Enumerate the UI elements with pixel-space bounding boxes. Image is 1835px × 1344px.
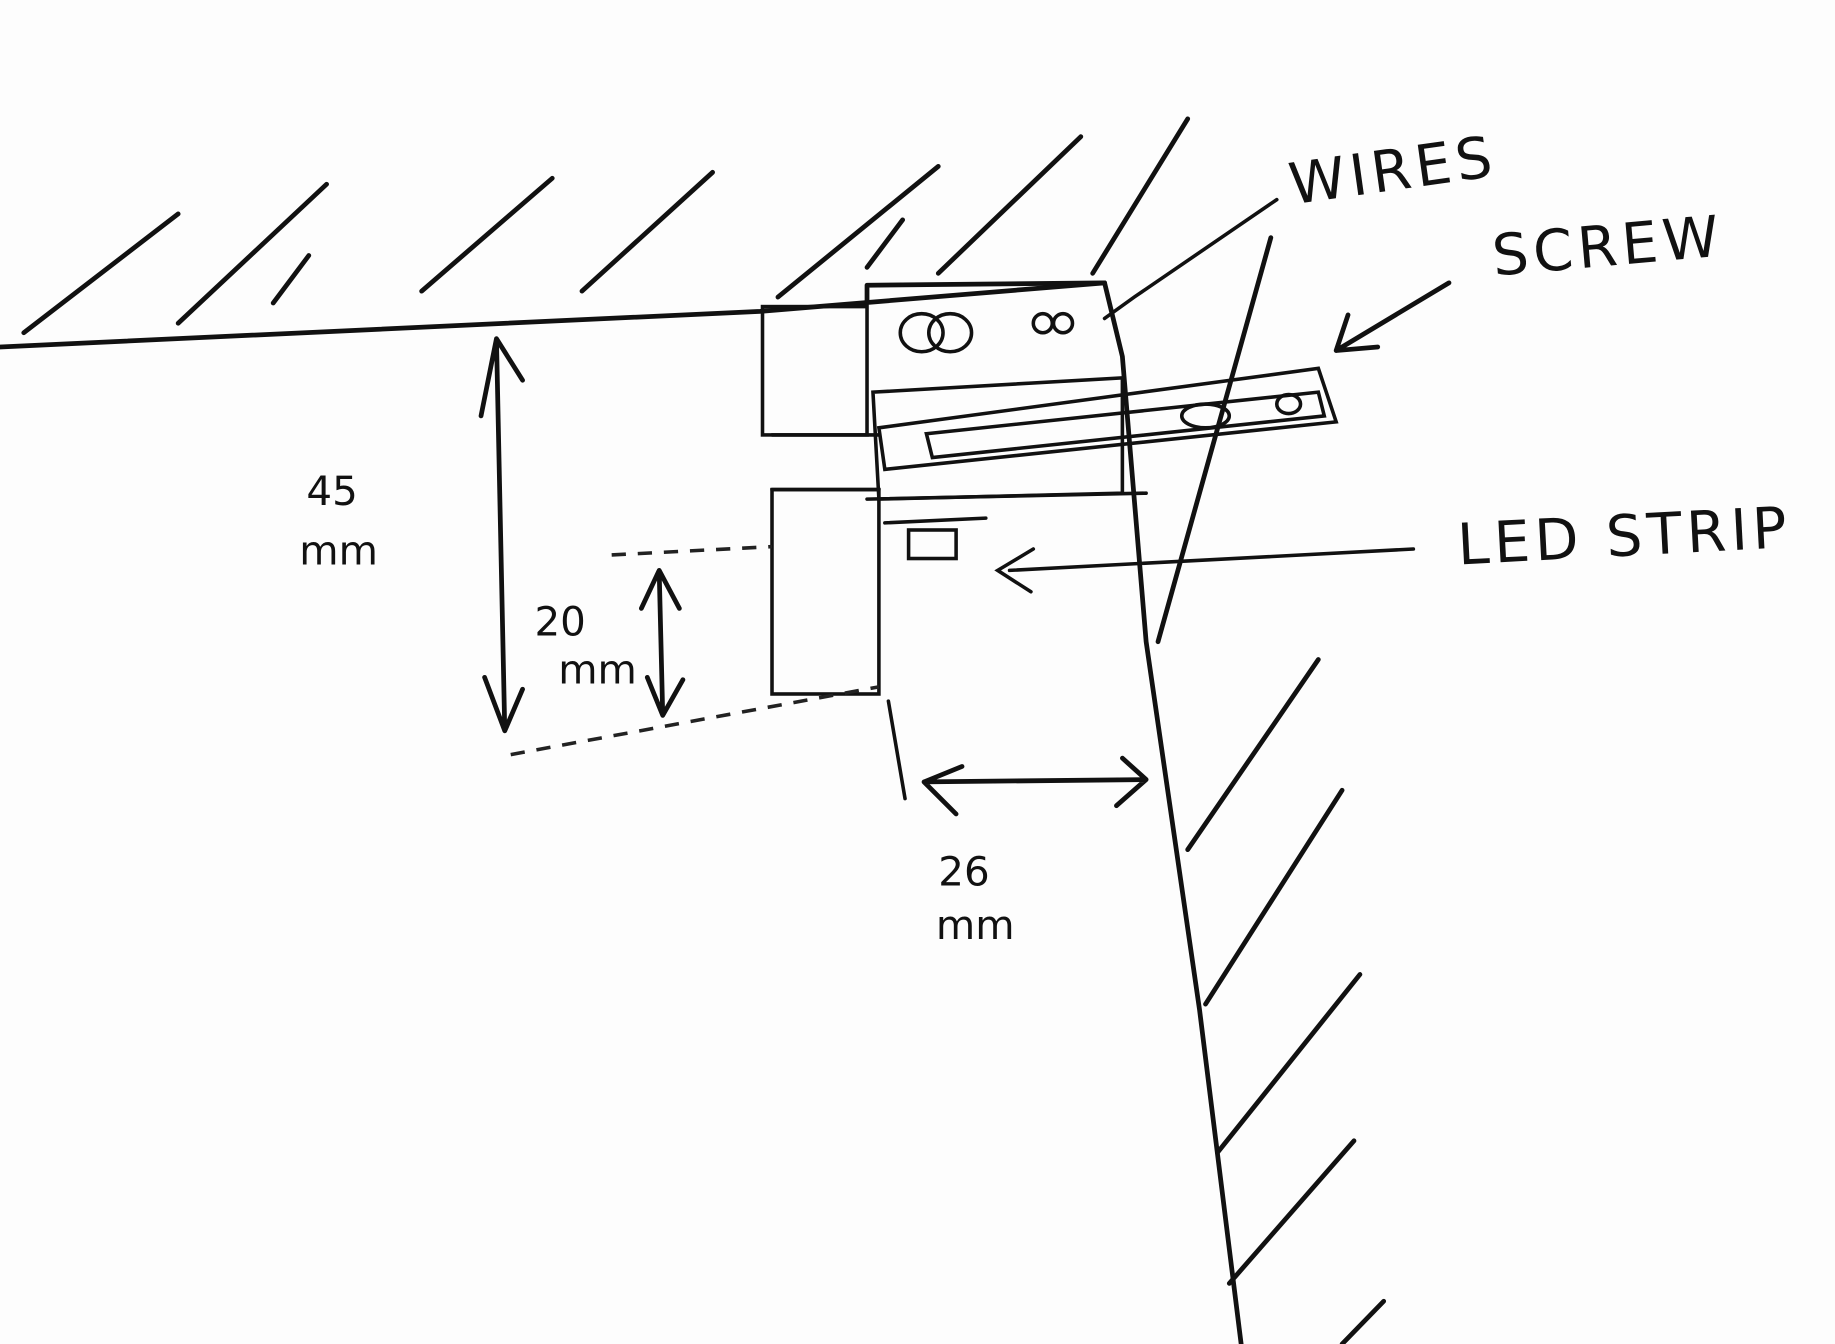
dim-45-unit: mm [299, 527, 378, 574]
led-strip [883, 516, 988, 561]
hatch-stroke [21, 211, 181, 336]
led-strip-label: LED STRIP [1456, 495, 1793, 578]
screw [871, 366, 1339, 501]
dimension-45mm [478, 336, 525, 734]
hatch-stroke [1226, 1138, 1357, 1286]
ceiling-hatching [21, 116, 1191, 336]
dim-20-unit: mm [558, 646, 637, 693]
hatch-stroke [1185, 657, 1321, 853]
hatch-stroke [935, 134, 1084, 276]
hatch-stroke [579, 169, 715, 294]
hatch-stroke [775, 163, 941, 300]
hatch-stroke [1155, 235, 1274, 645]
hatch-stroke [175, 181, 329, 326]
wires-label: WIRES [1285, 124, 1501, 218]
hatch-stroke [1215, 972, 1363, 1156]
screw-label: SCREW [1490, 204, 1727, 290]
wall [1102, 235, 1387, 1344]
wall-hatching [1155, 235, 1387, 1344]
hatch-stroke [1203, 787, 1345, 1007]
dim-45-value: 45 [306, 468, 357, 515]
dim-20-value: 20 [534, 599, 585, 646]
led-strip-leader [994, 547, 1416, 594]
hatch-stroke [1090, 116, 1191, 276]
screw-arrow [1333, 280, 1452, 353]
hatch-stroke [1339, 1298, 1387, 1344]
dimension-20mm [510, 544, 880, 757]
hatch-stroke [864, 217, 906, 270]
hatch-stroke [270, 253, 312, 306]
wire-circles [898, 311, 1075, 354]
dim-26-value: 26 [938, 848, 989, 895]
ceiling [0, 116, 1191, 350]
wood-mount-block [760, 304, 881, 696]
wires-leader [1102, 197, 1279, 321]
hatch-stroke [419, 175, 555, 294]
dim-26-unit: mm [936, 902, 1015, 949]
dimension-26mm [886, 699, 1149, 817]
